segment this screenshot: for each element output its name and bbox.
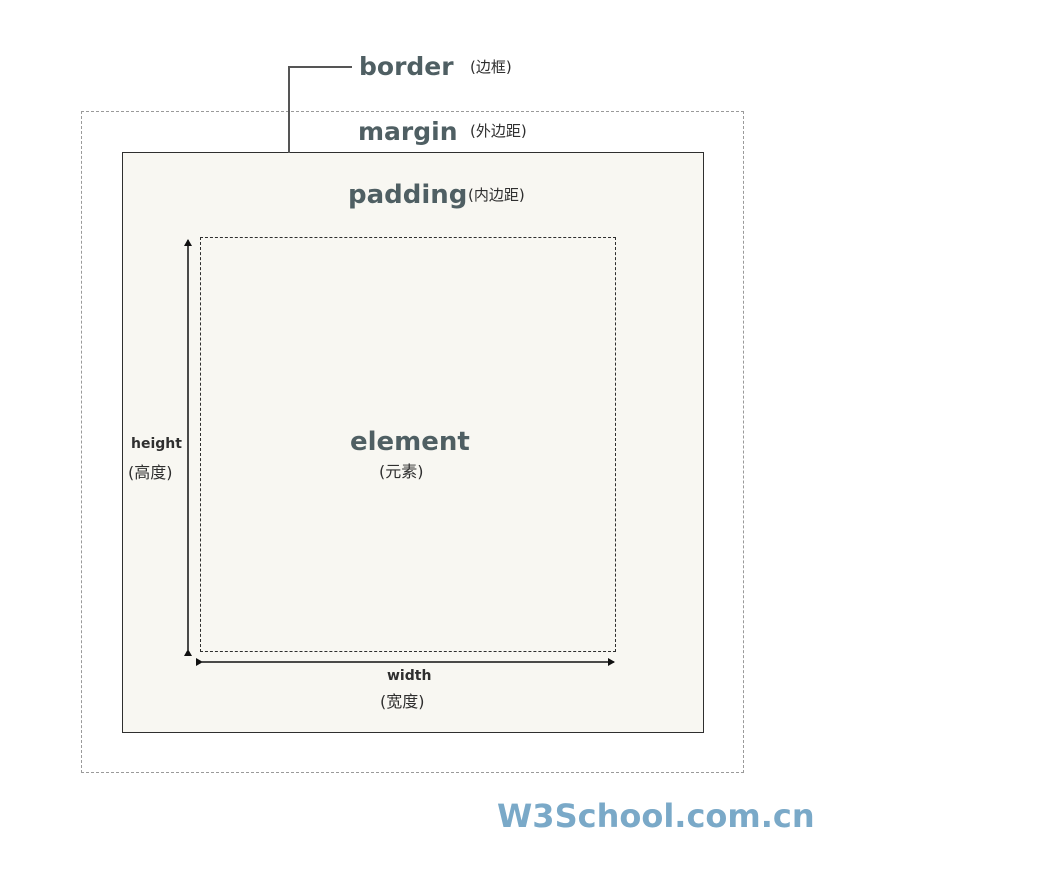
border-label: border xyxy=(359,52,454,81)
border-leader-vertical xyxy=(288,66,290,153)
border-leader-horizontal xyxy=(288,66,352,68)
padding-label-cn: (内边距) xyxy=(468,186,525,204)
width-label: width xyxy=(387,668,432,684)
element-label-cn: (元素) xyxy=(379,462,424,481)
content-box xyxy=(200,237,616,652)
element-label: element xyxy=(350,427,470,457)
margin-label: margin xyxy=(358,117,458,146)
watermark: W3School.com.cn xyxy=(497,797,815,835)
margin-label-cn: (外边距) xyxy=(470,122,527,140)
height-label: height xyxy=(131,436,182,452)
width-label-cn: (宽度) xyxy=(380,692,425,711)
border-label-cn: (边框) xyxy=(470,58,512,76)
padding-label: padding xyxy=(348,180,468,210)
margin-box xyxy=(81,111,744,773)
height-label-cn: (高度) xyxy=(128,463,173,482)
border-box xyxy=(122,152,704,733)
